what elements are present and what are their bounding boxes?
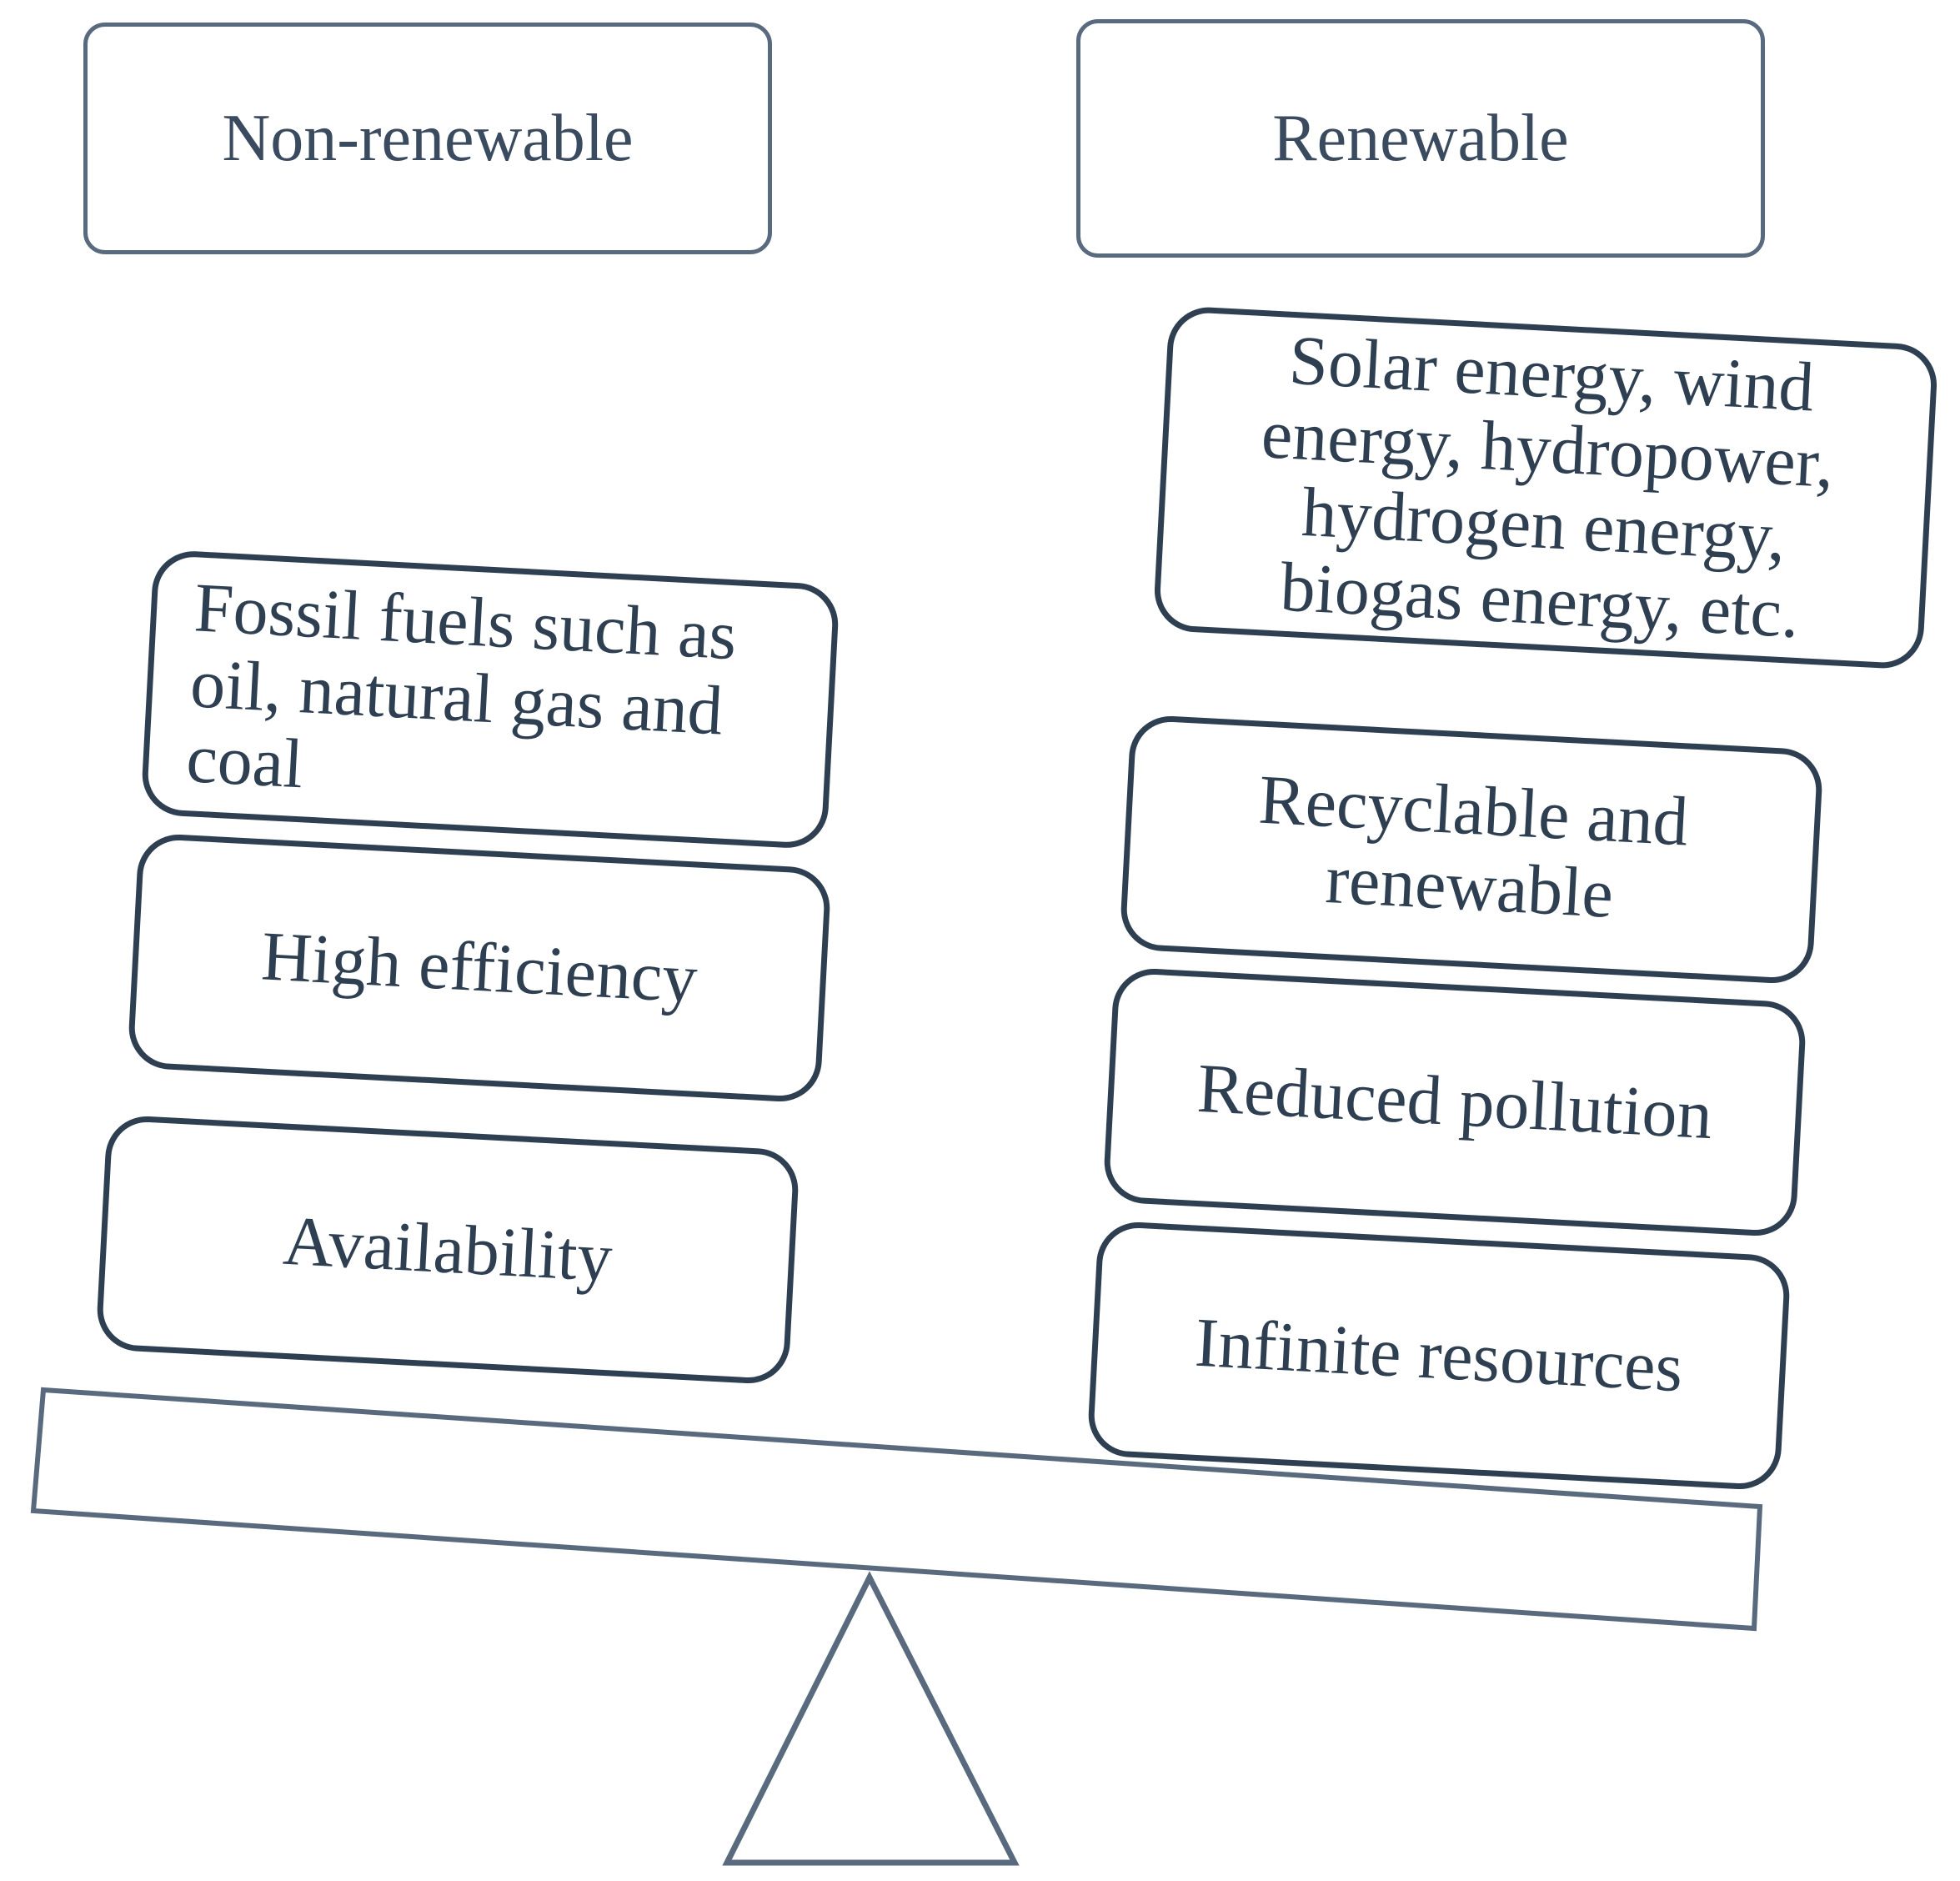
renewable-header: Renewable	[1076, 19, 1765, 258]
renewable-header-label: Renewable	[1272, 102, 1569, 175]
non-renewable-header: Non-renewable	[83, 23, 772, 254]
non-renewable-header-label: Non-renewable	[222, 102, 634, 175]
lever-beam	[30, 1387, 1763, 1632]
fulcrum-triangle	[722, 1571, 1020, 1866]
